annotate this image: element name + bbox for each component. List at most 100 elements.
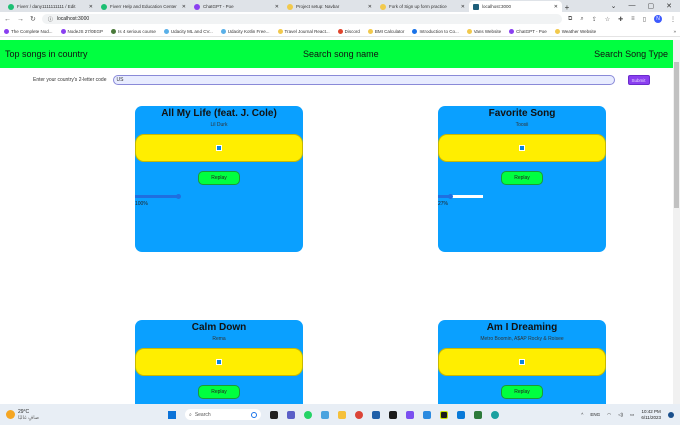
replay-button[interactable]: Replay: [501, 385, 543, 399]
nav-search-song-name[interactable]: Search song name: [303, 49, 379, 59]
bing-icon[interactable]: [251, 411, 257, 418]
replay-button[interactable]: Replay: [198, 171, 240, 185]
bookmark[interactable]: The Complete Nod...: [4, 28, 53, 34]
taskbar-apps: ⌕ Search: [168, 409, 499, 420]
bookmark[interactable]: Weather Website: [554, 28, 596, 34]
replay-button[interactable]: Replay: [198, 385, 240, 399]
back-icon[interactable]: ←: [4, 15, 11, 23]
close-icon[interactable]: ✕: [88, 3, 93, 10]
pycharm-icon[interactable]: [440, 410, 448, 419]
page-scrollbar[interactable]: [673, 40, 680, 404]
windows-start-icon[interactable]: [168, 410, 176, 419]
country-code-input[interactable]: US: [112, 75, 615, 85]
bookmark[interactable]: Discord: [337, 28, 360, 34]
search-icon: ⌕: [189, 411, 192, 418]
battery-icon[interactable]: ▭: [630, 411, 635, 417]
bookmark[interactable]: Vans Website: [466, 28, 501, 34]
volume-slider[interactable]: [135, 193, 181, 199]
url-input[interactable]: ⓘ localhost:3000: [41, 14, 562, 24]
media-icon[interactable]: ≡: [631, 16, 635, 22]
new-tab-button[interactable]: +: [564, 3, 570, 12]
menu-icon[interactable]: ⋮: [670, 16, 676, 23]
file-explorer-icon[interactable]: [338, 410, 346, 419]
browser-tab-active[interactable]: localhost:3000✕: [469, 1, 562, 12]
close-icon[interactable]: ✕: [181, 3, 186, 10]
navbar: Top songs in country Search song name Se…: [0, 40, 673, 68]
audio-player[interactable]: [438, 348, 606, 376]
chevron-up-icon[interactable]: ^: [581, 412, 584, 417]
volume-slider[interactable]: [438, 193, 483, 199]
share-icon[interactable]: ⇪: [591, 16, 597, 23]
nav-top-songs[interactable]: Top songs in country: [5, 49, 88, 59]
notification-icon[interactable]: [668, 411, 674, 418]
bookmark[interactable]: Udacity Kotlin Free...: [220, 28, 270, 34]
bookmark[interactable]: Is 4 serious course: [111, 28, 156, 34]
close-window-button[interactable]: ✕: [666, 3, 672, 10]
bookmark-star-icon[interactable]: ☆: [604, 16, 611, 23]
open-in-app-icon[interactable]: ⧉: [568, 15, 573, 22]
audio-player[interactable]: [438, 134, 606, 162]
whatsapp-business-icon[interactable]: [474, 410, 482, 419]
terminal-icon[interactable]: [389, 410, 397, 419]
audio-player[interactable]: [135, 134, 303, 162]
clipchamp-icon[interactable]: [406, 410, 414, 419]
play-icon[interactable]: [216, 359, 222, 365]
poe-icon: [194, 3, 200, 10]
maximize-button[interactable]: ▢: [647, 3, 655, 10]
whatsapp-icon[interactable]: [304, 410, 312, 419]
close-icon[interactable]: ✕: [367, 3, 372, 10]
taskbar-search[interactable]: ⌕ Search: [185, 409, 261, 420]
audio-player[interactable]: [135, 348, 303, 376]
udacity-icon: [163, 28, 169, 34]
language-indicator[interactable]: ENG: [590, 412, 601, 417]
bookmark[interactable]: Travel Journal React...: [277, 28, 330, 34]
zoom-icon[interactable]: ⌕: [580, 15, 584, 22]
replay-button[interactable]: Replay: [501, 171, 543, 185]
vscode-icon[interactable]: [457, 410, 465, 419]
close-icon[interactable]: ✕: [460, 3, 465, 10]
bookmark[interactable]: Udacity ML and CV...: [163, 28, 213, 34]
clock[interactable]: 10:42 PM 6/11/2023: [641, 408, 661, 420]
volume-icon[interactable]: ◁): [618, 411, 624, 417]
weather-widget[interactable]: 29°C صافٍ غالبًا: [0, 409, 160, 421]
volume-knob[interactable]: [176, 193, 181, 199]
sidepanel-icon[interactable]: ▯: [642, 16, 646, 23]
extensions-icon[interactable]: ✚: [618, 16, 624, 23]
bookmark[interactable]: BMI Calculator: [367, 28, 404, 34]
browser-tab[interactable]: Fiverr Help and Education Center✕: [97, 1, 190, 12]
submit-button[interactable]: Submit: [627, 75, 650, 85]
more-bookmarks-button[interactable]: »: [673, 28, 676, 34]
store-icon[interactable]: [372, 410, 380, 419]
browser-tab[interactable]: Project setup: Navbar✕: [283, 1, 376, 12]
browser-tab[interactable]: ChatGPT - Poe✕: [190, 1, 283, 12]
play-icon[interactable]: [519, 145, 525, 151]
forward-icon[interactable]: →: [17, 15, 24, 23]
tab-search-icon[interactable]: ⌄: [610, 3, 617, 10]
nav-search-song-type[interactable]: Search Song Type: [594, 49, 668, 59]
codesandbox-icon: [367, 28, 373, 34]
photos-icon[interactable]: [423, 410, 431, 419]
volume-knob[interactable]: [448, 193, 453, 199]
browser-tab[interactable]: Fiverr / dany1111111111 / Edit✕: [4, 1, 97, 12]
info-icon[interactable]: ⓘ: [47, 16, 53, 23]
wifi-icon[interactable]: ◠: [607, 411, 612, 417]
teams-chat-icon[interactable]: [287, 410, 295, 419]
close-icon[interactable]: ✕: [553, 3, 558, 10]
minimize-button[interactable]: —: [628, 2, 636, 9]
reload-icon[interactable]: ↻: [30, 16, 36, 23]
scrollbar-thumb[interactable]: [674, 62, 679, 208]
edge-icon[interactable]: [491, 410, 499, 419]
play-icon[interactable]: [519, 359, 525, 365]
chrome-icon[interactable]: [355, 410, 363, 419]
profile-avatar[interactable]: N: [654, 15, 662, 23]
play-icon[interactable]: [216, 145, 222, 151]
bookmark[interactable]: ChatGPT - Poe: [509, 28, 547, 34]
song-title: Am I Dreaming: [486, 322, 558, 333]
browser-tab[interactable]: Fork of Sign up form practice✕: [376, 1, 469, 12]
close-icon[interactable]: ✕: [274, 3, 279, 10]
bookmark[interactable]: Introduction to Co...: [412, 28, 459, 34]
notepad-icon[interactable]: [321, 410, 329, 419]
bookmark[interactable]: NodeJS 27/0EGP: [60, 28, 103, 34]
task-view-icon[interactable]: [270, 410, 278, 419]
windows-taskbar: 29°C صافٍ غالبًا ⌕ Search ^ ENG ◠ ◁) ▭ 1…: [0, 404, 680, 425]
